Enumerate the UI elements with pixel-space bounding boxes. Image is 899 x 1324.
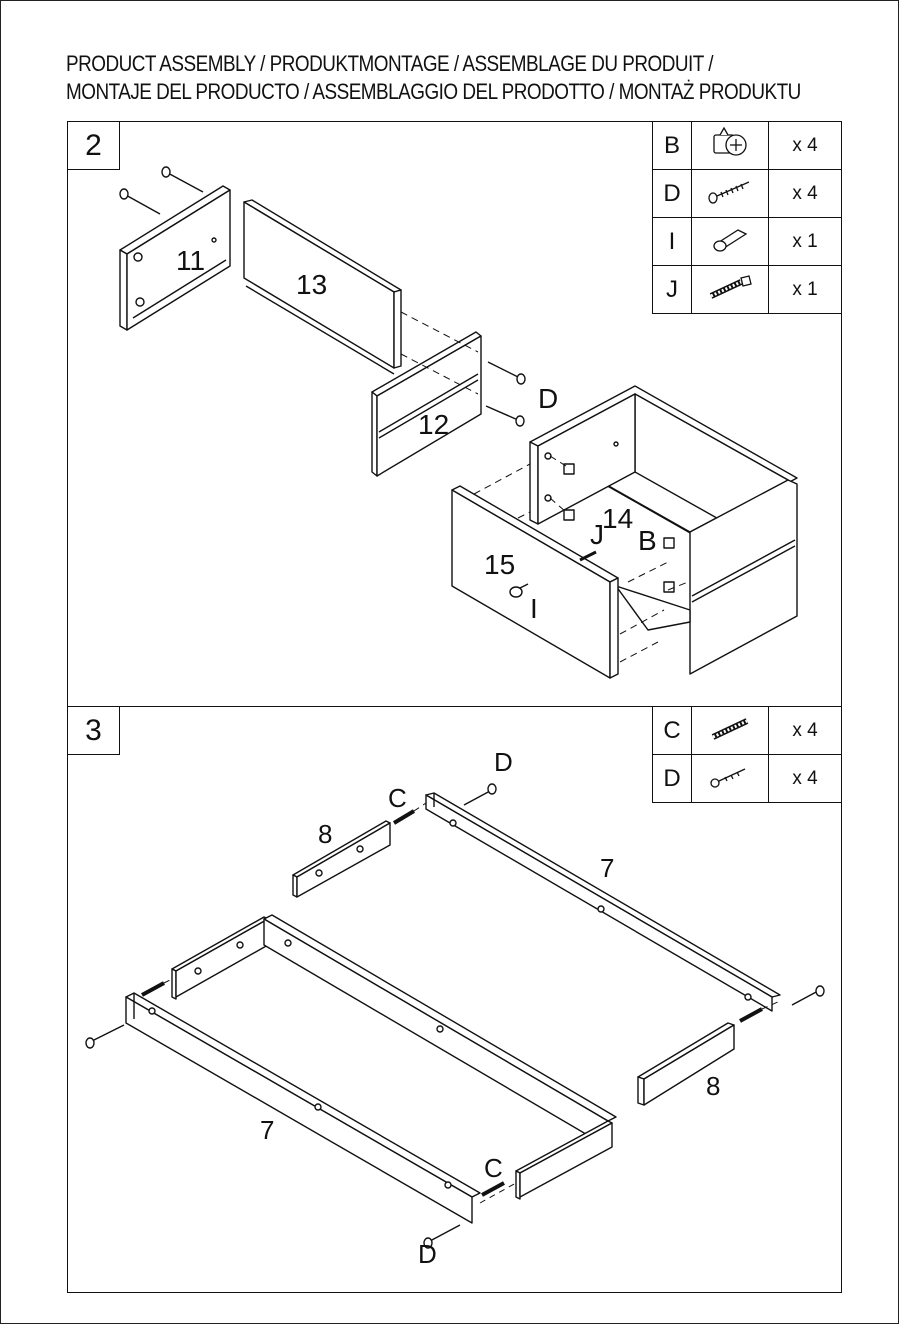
parts-row: C x 4 <box>653 707 842 755</box>
step-number: 2 <box>68 122 120 170</box>
label-screw-d: D <box>538 383 558 414</box>
label-part-7-bottom: 7 <box>260 1115 274 1145</box>
side-8-bottom-left <box>172 917 268 999</box>
rail-7-top <box>426 793 780 1011</box>
part-letter: C <box>653 707 692 755</box>
screw-icon <box>692 755 769 803</box>
parts-row: J x 1 <box>653 266 842 314</box>
part-letter: B <box>653 122 692 170</box>
parts-table-step-2: B x 4 D x 4 I <box>652 121 842 314</box>
header-title-line-1: PRODUCT ASSEMBLY / PRODUKTMONTAGE / ASSE… <box>66 50 754 78</box>
parts-row: D x 4 <box>653 755 842 803</box>
step-3-panel: D C 8 7 7 8 C D 3 C x 4 D <box>67 707 842 1293</box>
part-quantity: x 4 <box>769 170 842 218</box>
screw-d-pair-middle <box>486 362 525 426</box>
part-letter: D <box>653 755 692 803</box>
part-letter: J <box>653 266 692 314</box>
label-part-8-right: 8 <box>706 1071 720 1101</box>
label-part-11: 11 <box>176 245 205 276</box>
parts-row: D x 4 <box>653 170 842 218</box>
label-bolt-j: J <box>590 519 604 550</box>
assembly-guide-lines <box>164 803 780 1203</box>
part-quantity: x 4 <box>769 122 842 170</box>
dowel-icon <box>692 707 769 755</box>
label-dowel-c-top: C <box>388 783 407 813</box>
page-header: PRODUCT ASSEMBLY / PRODUKTMONTAGE / ASSE… <box>66 50 866 106</box>
part-quantity: x 4 <box>769 755 842 803</box>
label-dowel-c-bottom: C <box>484 1153 503 1183</box>
part-quantity: x 1 <box>769 218 842 266</box>
step-2-panel: 11 13 12 D 14 J B 15 I 2 B x 4 <box>67 121 842 707</box>
parts-table-step-3: C x 4 D x 4 <box>652 706 842 803</box>
dowels-c <box>142 811 762 1195</box>
label-cam-b: B <box>638 525 657 556</box>
part-letter: D <box>653 170 692 218</box>
cam-lock-icon <box>692 122 769 170</box>
parts-row: I x 1 <box>653 218 842 266</box>
header-title-line-2: MONTAJE DEL PRODUCTO / ASSEMBLAGGIO DEL … <box>66 78 754 106</box>
part-letter: I <box>653 218 692 266</box>
panel-11 <box>120 186 230 330</box>
label-screw-d-bottom: D <box>418 1239 437 1269</box>
bolt-j <box>580 552 596 560</box>
label-part-13: 13 <box>296 269 327 300</box>
label-part-12: 12 <box>418 409 449 440</box>
label-part-15: 15 <box>484 549 515 580</box>
label-knob-i: I <box>530 593 538 624</box>
side-8-bottom-right <box>516 1121 612 1199</box>
label-part-8-top: 8 <box>318 819 332 849</box>
knob-icon <box>692 218 769 266</box>
part-quantity: x 1 <box>769 266 842 314</box>
parts-row: B x 4 <box>653 122 842 170</box>
step-number: 3 <box>68 707 120 755</box>
screw-icon <box>692 170 769 218</box>
side-8-top <box>293 821 390 897</box>
bolt-icon <box>692 266 769 314</box>
part-quantity: x 4 <box>769 707 842 755</box>
label-part-7-top: 7 <box>600 853 614 883</box>
label-part-14: 14 <box>602 503 633 534</box>
label-screw-d-top: D <box>494 747 513 777</box>
